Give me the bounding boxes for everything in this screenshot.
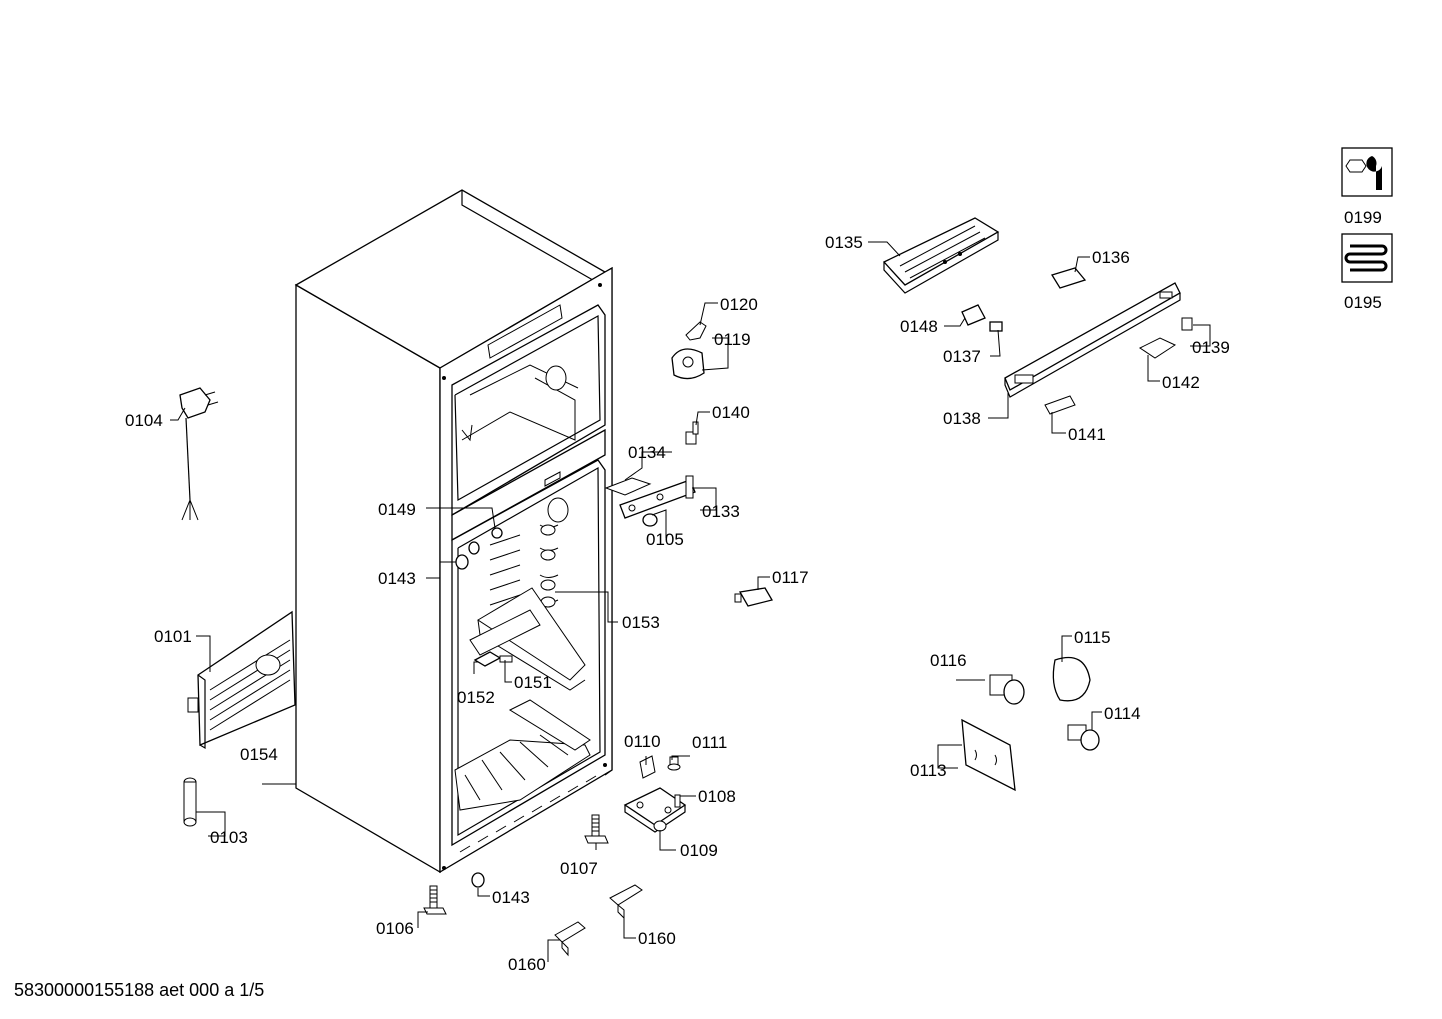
wrench-icon xyxy=(1341,147,1393,197)
clip-0110 xyxy=(639,755,656,779)
label-0103: 0103 xyxy=(210,828,248,847)
label-0113: 0113 xyxy=(910,761,947,780)
label-0140: 0140 xyxy=(712,403,750,422)
label-0133: 0133 xyxy=(702,502,740,521)
label-0109: 0109 xyxy=(680,841,718,860)
bracket-0160-left xyxy=(554,921,586,957)
label-0160-right: 0160 xyxy=(638,929,676,948)
label-0107: 0107 xyxy=(560,859,598,878)
cover-0115 xyxy=(1052,656,1091,702)
knob-0114 xyxy=(1067,724,1100,751)
connector-0137 xyxy=(989,321,1003,332)
label-0104: 0104 xyxy=(125,411,163,430)
label-0143-lower: 0143 xyxy=(492,888,530,907)
label-0195: 0195 xyxy=(1344,293,1382,312)
cap-0143-lower xyxy=(471,872,485,888)
screw-0111 xyxy=(667,756,681,771)
bracket-0142 xyxy=(1139,337,1177,359)
power-cable xyxy=(179,387,219,521)
label-0105: 0105 xyxy=(646,530,684,549)
knob-0116 xyxy=(989,674,1025,705)
clip-0139 xyxy=(1181,317,1193,331)
label-0149: 0149 xyxy=(378,500,416,519)
leader-lines xyxy=(170,241,1211,962)
label-0139: 0139 xyxy=(1192,338,1230,357)
label-0199: 0199 xyxy=(1344,208,1382,227)
control-strip-0138 xyxy=(1004,282,1181,398)
label-0108: 0108 xyxy=(698,787,736,806)
label-0134: 0134 xyxy=(628,443,666,462)
label-0152: 0152 xyxy=(457,688,495,707)
label-0141 xyxy=(1044,395,1076,415)
bottom-hinge xyxy=(623,787,687,833)
label-0160-left: 0160 xyxy=(508,955,546,974)
label-0117: 0117 xyxy=(772,568,809,587)
fridge-cabinet xyxy=(294,189,613,874)
label-0106: 0106 xyxy=(376,919,414,938)
label-0101: 0101 xyxy=(154,627,192,646)
pin-0140 xyxy=(685,421,699,445)
label-0138: 0138 xyxy=(943,409,981,428)
label-0154: 0154 xyxy=(240,745,278,764)
screw-foot-0107 xyxy=(584,814,609,844)
hinge-cover-0120 xyxy=(685,321,707,341)
switch-0117 xyxy=(734,587,773,607)
cap-0143-upper xyxy=(455,541,480,570)
hinge-bracket-0134 xyxy=(604,477,652,496)
bracket-0160-right xyxy=(609,884,643,920)
label-0141: 0141 xyxy=(1068,425,1106,444)
hinge-cover-0119 xyxy=(671,348,705,380)
label-0137: 0137 xyxy=(943,347,981,366)
control-housing-0135 xyxy=(882,217,1000,294)
connector-0136 xyxy=(1051,267,1087,289)
label-0119: 0119 xyxy=(714,330,751,349)
back-grille-panel xyxy=(187,610,296,750)
label-0114: 0114 xyxy=(1104,704,1141,723)
label-0151: 0151 xyxy=(514,673,552,692)
label-0111: 0111 xyxy=(692,733,727,752)
label-0148: 0148 xyxy=(900,317,938,336)
washer-0105 xyxy=(642,513,658,527)
panel-0113 xyxy=(961,718,1016,792)
connector-0148 xyxy=(961,304,986,326)
label-0120: 0120 xyxy=(720,295,758,314)
label-0110: 0110 xyxy=(624,732,661,751)
bulb-0151 xyxy=(499,655,513,663)
label-0142: 0142 xyxy=(1162,373,1200,392)
heater-coil-icon xyxy=(1341,233,1393,283)
label-0143-upper: 0143 xyxy=(378,569,416,588)
screw-foot-0106 xyxy=(423,885,447,915)
cap-0149 xyxy=(491,527,503,539)
adjustable-foot-0103 xyxy=(183,777,197,827)
document-footer-code: 58300000155188 aet 000 a 1/5 xyxy=(14,980,265,1000)
part-labels: 0135 0136 0148 0137 0138 0139 0142 0141 … xyxy=(125,208,1382,974)
label-0115: 0115 xyxy=(1074,628,1111,647)
hinge-plate-0133 xyxy=(619,475,696,519)
label-0116: 0116 xyxy=(930,651,967,670)
label-0135: 0135 xyxy=(825,233,863,252)
label-0136: 0136 xyxy=(1092,248,1130,267)
label-0153: 0153 xyxy=(622,613,660,632)
